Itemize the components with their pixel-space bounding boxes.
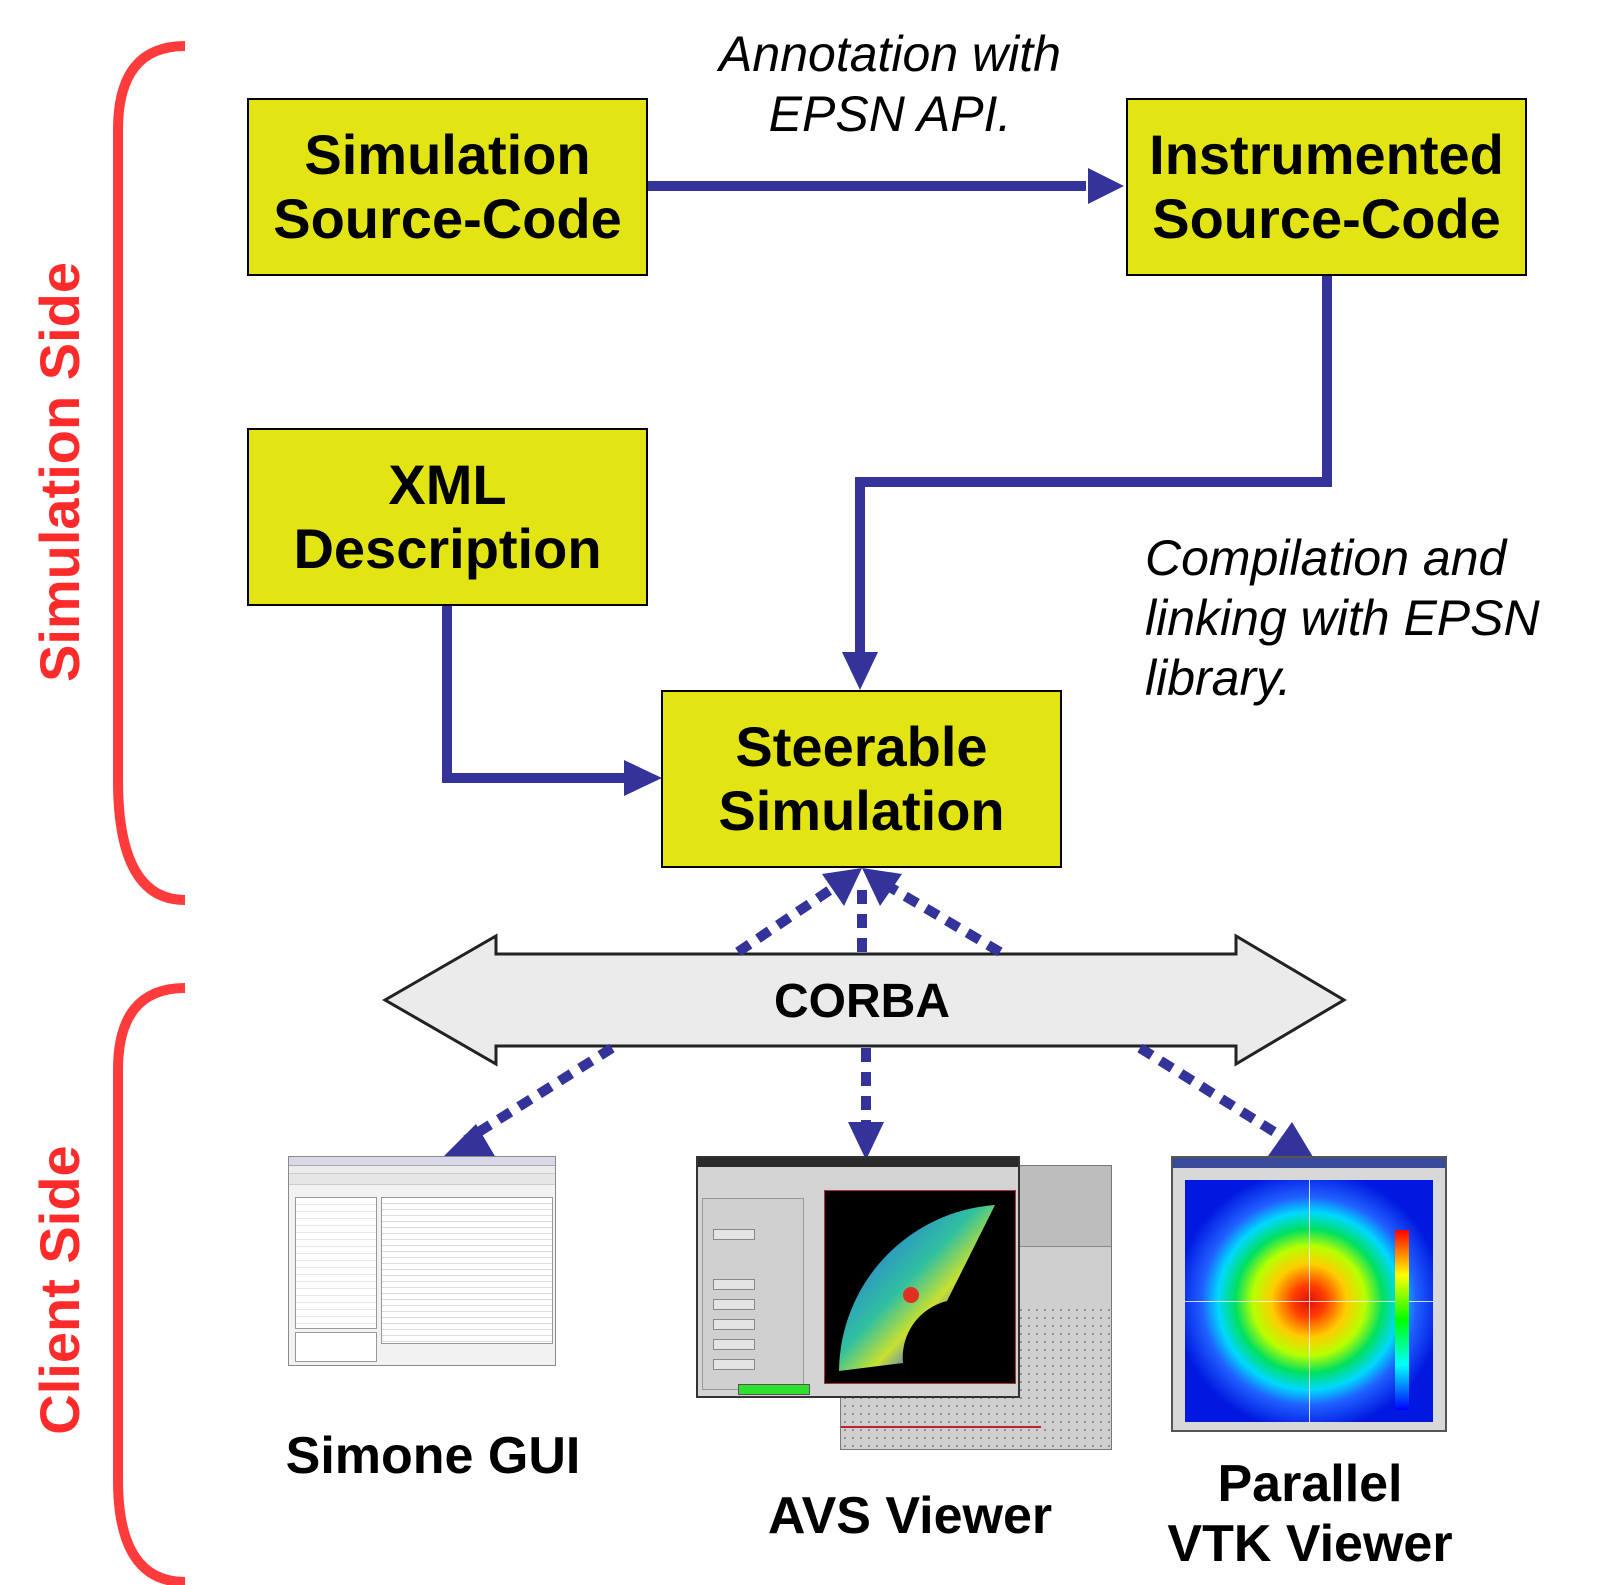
box-line: Description (293, 517, 602, 580)
dotted-links-to-simulation (735, 881, 1003, 957)
crosshair-vertical (1309, 1180, 1310, 1422)
arrow-instrumented-to-steerable (855, 276, 1332, 652)
panel-button (713, 1359, 755, 1370)
simulation-side-label: Simulation Side (28, 261, 91, 683)
progress-bar (738, 1384, 810, 1395)
xml-description-box: XML Description (247, 428, 648, 606)
render-view (824, 1190, 1016, 1384)
window-titlebar (698, 1158, 1018, 1167)
label-line: Parallel (1217, 1455, 1403, 1513)
panel-button (713, 1229, 755, 1240)
simulation-source-code-box: Simulation Source-Code (247, 98, 648, 276)
arrowhead-steerable-top (842, 652, 878, 690)
arrow-xml-to-steerable (442, 606, 624, 783)
window-titlebar (1173, 1158, 1445, 1168)
arrowhead-simone (438, 1124, 496, 1162)
box-line: Source-Code (1152, 187, 1501, 250)
instrumented-source-code-box: Instrumented Source-Code (1126, 98, 1527, 276)
vtk-viewer-label: Parallel VTK Viewer (1140, 1454, 1480, 1574)
box-line: XML (388, 453, 507, 516)
simulation-side-bracket (113, 41, 186, 905)
note-line: linking with EPSN (1145, 590, 1540, 646)
note-line: Annotation with (719, 26, 1061, 82)
arrowhead-steerable-left (624, 760, 662, 796)
note-line: Compilation and (1145, 530, 1507, 586)
annotation-note: Annotation with EPSN API. (680, 24, 1100, 144)
window-menubar (289, 1166, 555, 1174)
panel-button (713, 1339, 755, 1350)
color-scale-bar (1395, 1230, 1409, 1410)
box-line: Simulation (304, 123, 591, 186)
label-line: VTK Viewer (1167, 1515, 1453, 1573)
network-wire (841, 1426, 1041, 1428)
window-titlebar (289, 1157, 555, 1166)
data-table-panel (381, 1197, 553, 1344)
compilation-note: Compilation and linking with EPSN librar… (1145, 528, 1600, 708)
dotted-links-to-clients (463, 1043, 1287, 1145)
client-side-bracket (113, 983, 186, 1585)
arrowhead-up-left (822, 868, 862, 906)
simone-gui-label: Simone GUI (268, 1426, 598, 1486)
corba-bus (381, 933, 1347, 1067)
client-side-label: Client Side (28, 1145, 91, 1435)
note-line: library. (1145, 650, 1292, 706)
scalar-field-plot (1185, 1180, 1433, 1422)
corba-label: CORBA (774, 975, 950, 1028)
tree-panel (295, 1197, 377, 1329)
arrowhead-vtk (1268, 1122, 1316, 1162)
steering-panel (702, 1198, 804, 1390)
details-panel (295, 1332, 377, 1362)
panel-button (713, 1299, 755, 1310)
label-line: Simone GUI (285, 1427, 581, 1485)
box-line: Simulation (718, 779, 1005, 842)
ring-sector-render (839, 1205, 995, 1371)
box-line: Instrumented (1149, 123, 1504, 186)
label-line: AVS Viewer (767, 1487, 1053, 1545)
note-line: EPSN API. (768, 86, 1012, 142)
window-toolbar (289, 1174, 555, 1185)
arrowhead-up-right (862, 868, 902, 906)
avs-viewer-label: AVS Viewer (740, 1486, 1080, 1546)
panel-button (713, 1279, 755, 1290)
simone-gui-screenshot (288, 1156, 556, 1366)
box-line: Steerable (735, 715, 988, 778)
vtk-viewer-screenshot (1171, 1156, 1447, 1432)
panel-button (713, 1319, 755, 1330)
arrowhead-avs (848, 1122, 884, 1160)
box-line: Source-Code (273, 187, 622, 250)
steerable-simulation-box: Steerable Simulation (661, 690, 1062, 868)
arrowhead-instrumented (1088, 168, 1124, 204)
avs-viewer-screenshot (696, 1156, 1020, 1398)
